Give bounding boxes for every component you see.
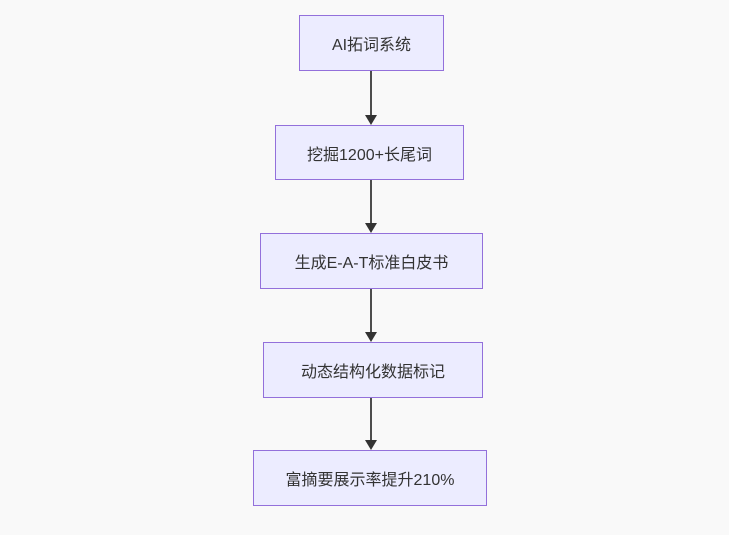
flow-node-label: 富摘要展示率提升210% (285, 472, 455, 489)
edge-line (370, 71, 372, 118)
edge-line (370, 289, 372, 335)
edge-a-to-b (365, 71, 377, 125)
flow-node-dynamic-structured-data-markup: 动态结构化数据标记 (263, 342, 483, 398)
edge-d-to-e (365, 398, 377, 450)
arrowhead-down-icon (365, 440, 377, 450)
flow-node-rich-snippet-rate-increase: 富摘要展示率提升210% (253, 450, 487, 506)
flow-node-label: AI拓词系统 (331, 37, 412, 54)
flow-node-ai-word-expansion-system: AI拓词系统 (299, 15, 444, 71)
edge-line (370, 180, 372, 226)
flow-node-eat-standard-whitepaper: 生成E-A-T标准白皮书 (260, 233, 483, 289)
arrowhead-down-icon (365, 332, 377, 342)
flow-node-label: 生成E-A-T标准白皮书 (294, 255, 449, 272)
edge-line (370, 398, 372, 443)
flow-node-label: 挖掘1200+长尾词 (307, 146, 432, 164)
arrowhead-down-icon (365, 115, 377, 125)
flow-node-label: 动态结构化数据标记 (300, 364, 445, 381)
arrowhead-down-icon (365, 223, 377, 233)
edge-b-to-c (365, 180, 377, 233)
edge-c-to-d (365, 289, 377, 342)
flow-node-longtail-keyword-mining: 挖掘1200+长尾词 (275, 125, 464, 180)
